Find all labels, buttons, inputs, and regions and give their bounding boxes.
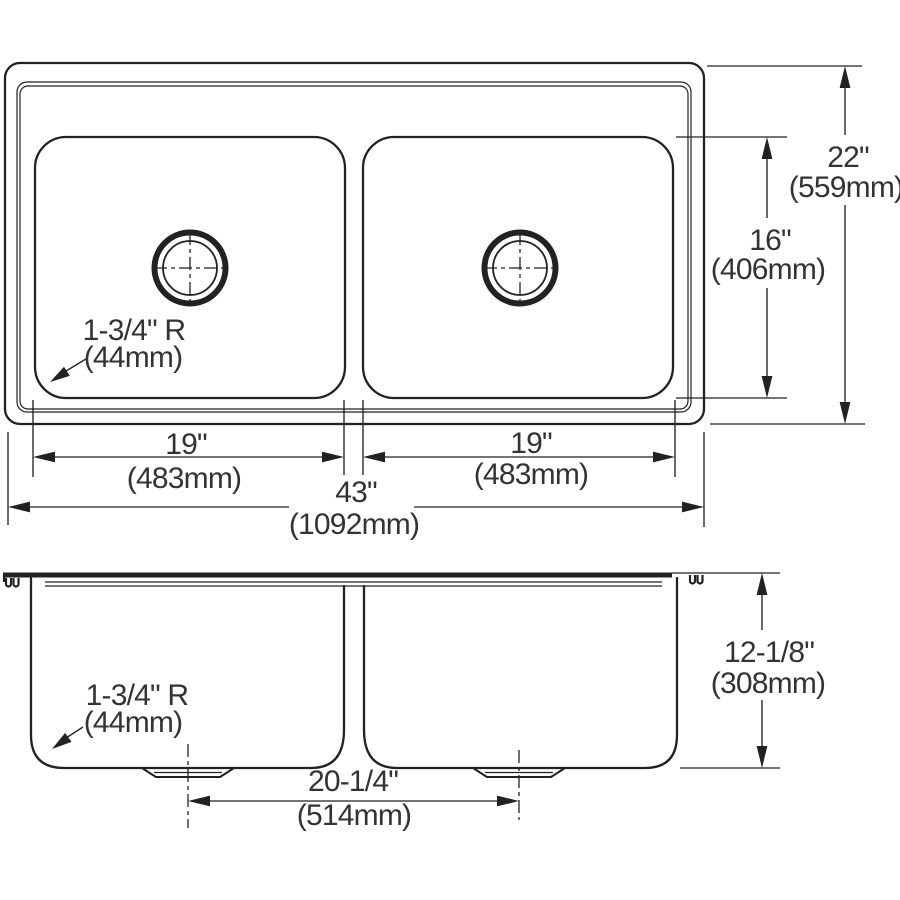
elevation-corner-radius-callout: 1-3/4" R (44mm) <box>52 679 189 749</box>
dim-elevation-depth-mm: (308mm) <box>711 667 825 700</box>
dim-overall-width: 43" (1092mm) <box>8 476 704 541</box>
plan-corner-radius-mm: (44mm) <box>84 341 183 374</box>
dim-overall-width-mm: (1092mm) <box>289 508 419 541</box>
elevation-bowl-right-profile <box>362 576 679 770</box>
plan-corner-radius-callout: 1-3/4" R (44mm) <box>50 314 186 382</box>
dim-drain-centers-in: 20-1/4" <box>308 765 398 798</box>
plan-extension-lines <box>7 65 865 527</box>
dim-elevation-depth-in: 12-1/8" <box>724 636 814 669</box>
plan-view: 22" (559mm) 16" (406mm) 19" (483mm) 19" <box>3 61 900 541</box>
dim-right-bowl-width-in: 19" <box>510 427 552 460</box>
dim-drain-centers: 20-1/4" (514mm) <box>188 765 519 832</box>
dim-overall-depth: 22" (559mm) <box>789 66 900 424</box>
elevation-view: 12-1/8" (308mm) 20-1/4" (514mm) 1-3/4" R… <box>2 572 826 832</box>
plan-corner-radius-label: 1-3/4" R <box>83 314 186 347</box>
dim-bowl-depth: 16" (406mm) <box>711 137 826 398</box>
plan-outer-edge <box>3 61 706 426</box>
plan-rim-line-outer <box>16 81 692 413</box>
elevation-drain-left <box>141 744 235 828</box>
dim-left-bowl-width-mm: (483mm) <box>127 462 241 495</box>
dim-bowl-depth-in: 16" <box>749 224 791 257</box>
drain-left-icon <box>151 229 229 307</box>
dim-elevation-depth: 12-1/8" (308mm) <box>680 573 826 769</box>
elevation-corner-radius-mm: (44mm) <box>84 706 183 739</box>
plan-rim-line-inner <box>19 85 689 410</box>
mounting-clips-left <box>4 578 20 588</box>
dim-left-bowl-width-in: 19" <box>165 428 207 461</box>
dim-drain-centers-mm: (514mm) <box>297 799 411 832</box>
dim-right-bowl-width-mm: (483mm) <box>474 458 588 491</box>
dim-overall-depth-in: 22" <box>827 141 869 174</box>
dim-left-bowl-width: 19" (483mm) <box>33 428 344 495</box>
mounting-clips-right <box>688 575 704 585</box>
dim-overall-width-in: 43" <box>335 476 377 509</box>
plan-bowl-left <box>33 135 347 400</box>
dim-bowl-depth-mm: (406mm) <box>711 253 825 286</box>
plan-bowl-right <box>361 135 675 400</box>
dim-right-bowl-width: 19" (483mm) <box>363 427 675 491</box>
elevation-drain-right <box>472 750 566 820</box>
elevation-bowl-left-profile <box>29 576 346 770</box>
dim-overall-depth-mm: (559mm) <box>789 171 900 204</box>
elevation-corner-radius-label: 1-3/4" R <box>86 679 189 712</box>
drain-right-icon <box>481 229 559 307</box>
